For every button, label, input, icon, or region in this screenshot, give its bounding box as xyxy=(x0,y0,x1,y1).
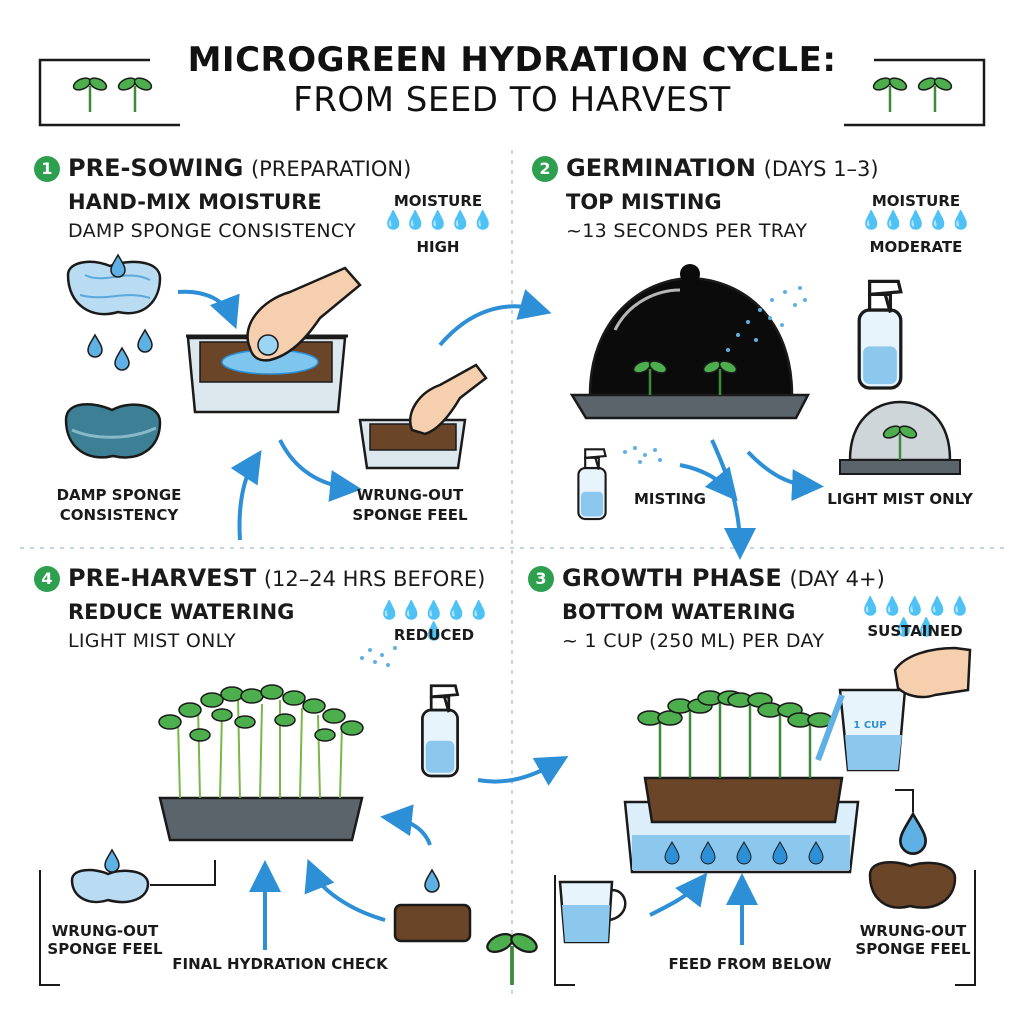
hand-icon xyxy=(893,646,972,699)
page-subtitle: FROM SEED TO HARVEST xyxy=(293,80,731,120)
mist-spray xyxy=(623,446,662,464)
phase-action: TOP MISTING xyxy=(566,190,722,214)
annotation-label: SPONGE FEEL xyxy=(47,940,163,958)
mist-spray xyxy=(360,646,397,667)
moisture-drops: 💧💧💧💧💧 xyxy=(856,210,976,231)
page-title: MICROGREEN HYDRATION CYCLE: xyxy=(187,40,837,80)
moisture-level: REDUCED xyxy=(393,626,475,644)
arrow-icon xyxy=(177,289,552,541)
leader-line xyxy=(39,860,216,986)
microgreens-crop xyxy=(177,697,343,799)
moisture-drops: 💧💧💧💧💧💧💧 xyxy=(850,596,980,638)
annotation-label: FEED FROM BELOW xyxy=(668,955,832,973)
phase-number-badge: 2 xyxy=(532,156,558,182)
tray-icon xyxy=(358,418,467,470)
moisture-drops: 💧💧💧💧💧 xyxy=(378,210,498,231)
phase-name: GERMINATION xyxy=(566,154,756,182)
annotation-label: FINAL HYDRATION CHECK xyxy=(172,955,388,973)
moisture-drops: 💧💧💧💧💧💧 xyxy=(374,600,494,642)
arrow-icon xyxy=(249,756,569,950)
annotation-label: WRUNG-OUT xyxy=(356,486,464,504)
phase-action: REDUCE WATERING xyxy=(68,600,295,624)
annotation-label: CONSISTENCY xyxy=(59,506,179,524)
microgreens-leaves xyxy=(637,690,833,728)
phase-name: PRE-SOWING xyxy=(68,154,244,182)
hand-icon xyxy=(409,363,488,436)
phase-timing: (PREPARATION) xyxy=(250,157,412,181)
microgreens-leaves xyxy=(158,684,364,742)
quadrant-dividers xyxy=(20,150,1004,1000)
annotation-label: LIGHT MIST ONLY xyxy=(827,490,973,508)
spray-bottle-icon xyxy=(857,279,903,390)
moisture-label: MOISTURE xyxy=(393,192,483,210)
phase-timing: (12–24 HRS BEFORE) xyxy=(263,567,486,591)
phase-name: PRE-HARVEST xyxy=(68,564,257,592)
sponge-icon xyxy=(70,868,150,904)
water-drop-icon: 💧💧💧💧💧💧💧 xyxy=(858,596,972,637)
phase-timing: (DAYS 1–3) xyxy=(763,157,879,181)
water-drop-icon: 💧💧 xyxy=(927,210,973,230)
phase-title: PRE-SOWING (PREPARATION) xyxy=(68,154,411,182)
phase-action: HAND-MIX MOISTURE xyxy=(68,190,322,214)
phase-title: GROWTH PHASE (DAY 4+) xyxy=(562,564,885,592)
phase-title: GERMINATION (DAYS 1–3) xyxy=(566,154,879,182)
annotation-label: WRUNG-OUT xyxy=(859,922,967,940)
cup-label: 1 CUP xyxy=(853,720,887,731)
humidity-dome-icon xyxy=(839,400,961,475)
phase-detail: DAMP SPONGE CONSISTENCY xyxy=(68,220,357,242)
phase-detail: ~ 1 CUP (250 ML) PER DAY xyxy=(562,630,825,652)
arrow-icon xyxy=(679,439,824,560)
spray-bottle-icon xyxy=(421,684,459,778)
water-drop-icon: 💧💧💧 xyxy=(859,210,928,230)
sponge-icon xyxy=(393,903,472,943)
measuring-cup-icon xyxy=(815,688,907,772)
water-drop-icon: 💧💧💧💧💧 xyxy=(381,210,495,230)
phase-detail: ~13 SECONDS PER TRAY xyxy=(566,220,808,242)
moisture-level: HIGH xyxy=(416,238,460,256)
humidity-dome-icon xyxy=(569,264,811,420)
annotation-label: SPONGE FEEL xyxy=(855,940,971,958)
water-drop-icon xyxy=(899,812,927,855)
water-drop-icon: 💧💧💧💧💧 xyxy=(400,600,491,641)
moisture-level: MODERATE xyxy=(869,238,963,256)
arrow-icon xyxy=(649,872,758,945)
spray-bottle-icon xyxy=(577,448,607,521)
annotation-label: MISTING xyxy=(634,490,706,508)
sponge-icon xyxy=(868,861,957,909)
title-frame xyxy=(38,58,986,127)
phase-title: PRE-HARVEST (12–24 HRS BEFORE) xyxy=(68,564,485,592)
moisture-label: MOISTURE xyxy=(871,192,961,210)
moisture-level: SUSTAINED xyxy=(867,622,963,640)
hand-icon xyxy=(246,266,362,362)
mist-spray xyxy=(726,286,807,352)
phase-number-badge: 4 xyxy=(34,566,60,592)
annotation-label: WRUNG-OUT xyxy=(51,922,159,940)
annotation-label: SPONGE FEEL xyxy=(352,506,468,524)
sprout-icon xyxy=(482,928,542,987)
water-drop-icon: 💧 xyxy=(377,600,401,620)
sponge-icon xyxy=(64,403,162,459)
phase-timing: (DAY 4+) xyxy=(789,567,885,591)
leader-line xyxy=(554,789,976,986)
measuring-cup-icon xyxy=(558,880,627,944)
phase-name: GROWTH PHASE xyxy=(562,564,782,592)
annotation-label: DAMP SPONGE xyxy=(56,486,182,504)
phase-number-badge: 3 xyxy=(528,566,554,592)
microgreens-crop xyxy=(658,700,812,778)
phase-number-badge: 1 xyxy=(34,156,60,182)
phase-detail: LIGHT MIST ONLY xyxy=(68,630,236,652)
phase-action: BOTTOM WATERING xyxy=(562,600,796,624)
tray-icon xyxy=(158,796,364,842)
